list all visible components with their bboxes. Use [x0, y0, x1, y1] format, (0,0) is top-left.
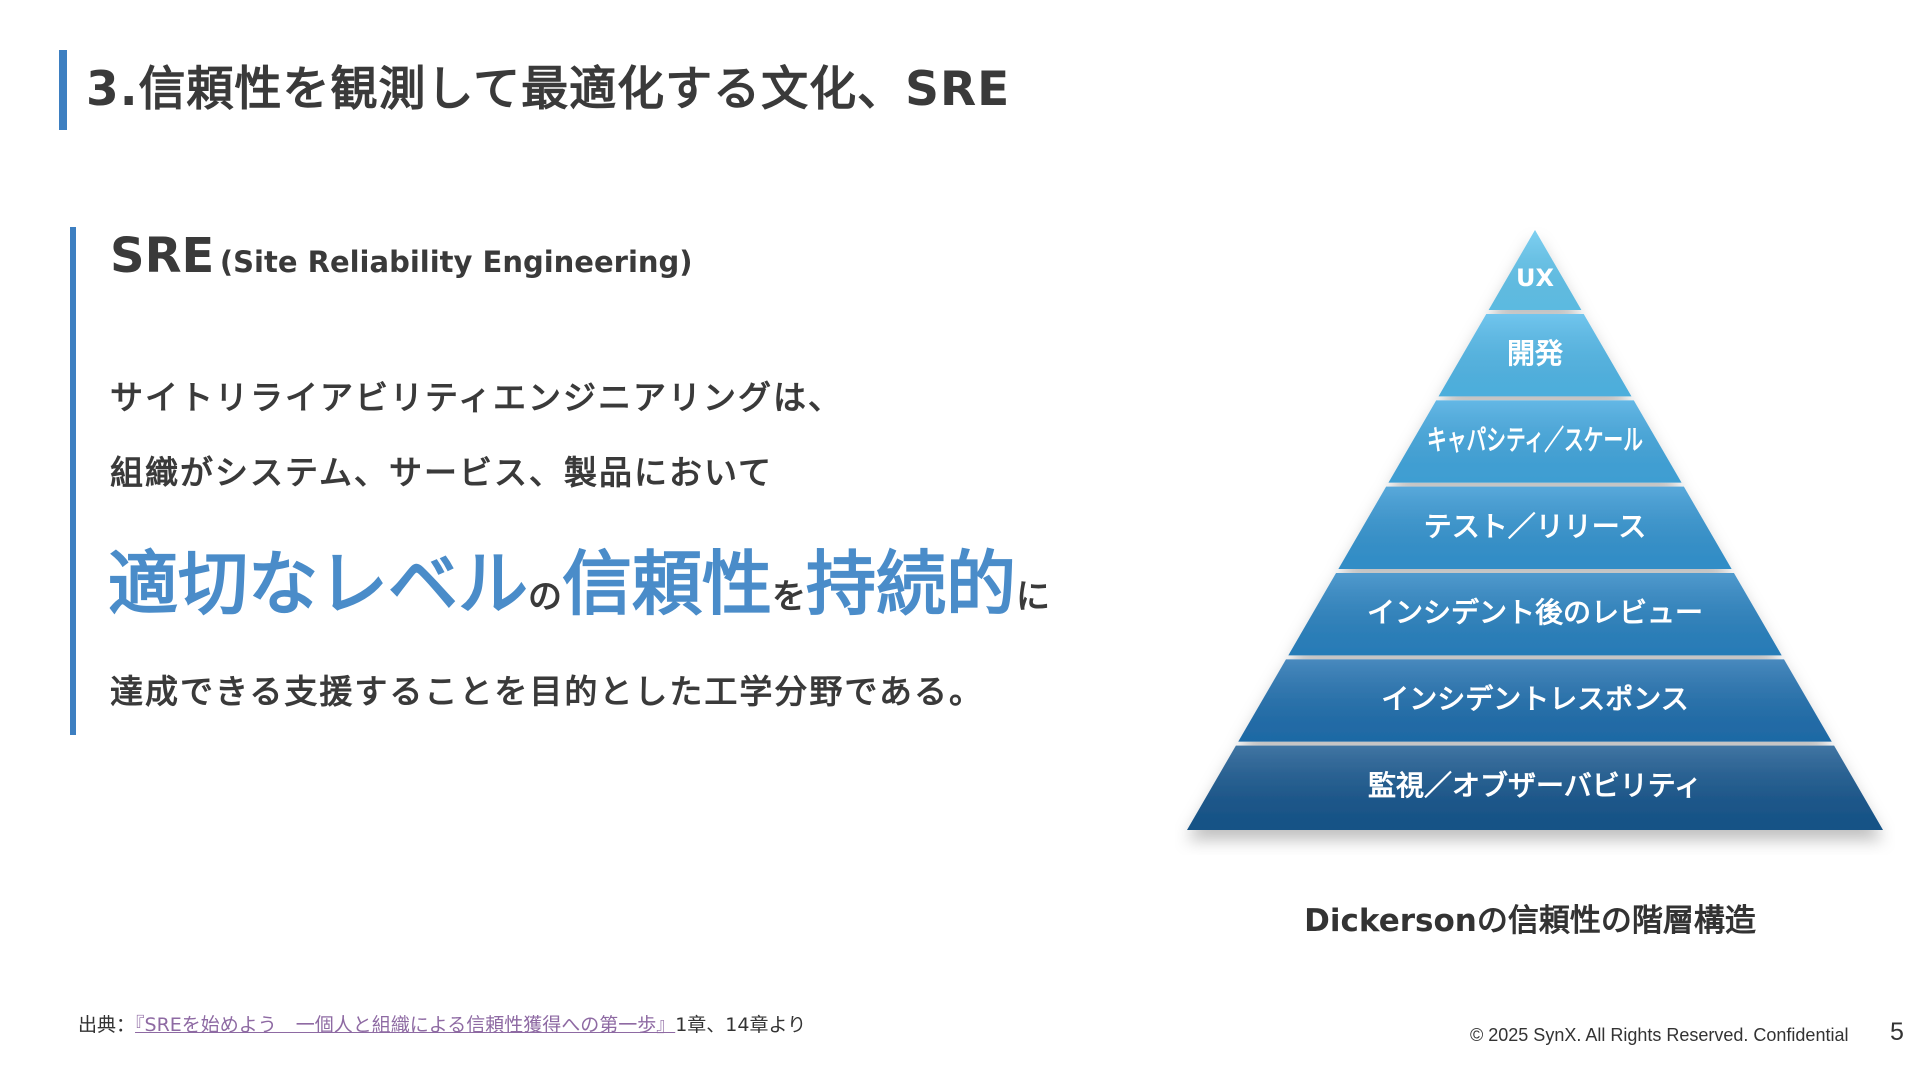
pyramid-layer-label: テスト／リリース	[1424, 510, 1647, 543]
emphasis-sustainably: 持続的	[806, 543, 1016, 625]
pyramid-layer-shade	[1187, 745, 1883, 830]
pyramid-layer-shade	[1438, 314, 1632, 397]
emphasis-appropriate-level: 適切なレベル	[108, 543, 528, 625]
page-title: 3.信頼性を観測して最適化する文化、SRE	[86, 62, 1011, 117]
pyramid-layer-shade	[1288, 573, 1782, 656]
definition-line-4: 達成できる支援することを目的とした工学分野である。	[110, 672, 985, 711]
pyramid-layer-shade	[1338, 486, 1732, 569]
definition-accent-bar	[70, 227, 76, 735]
sre-heading: SRE (Site Reliability Engineering)	[110, 228, 693, 286]
definition-emphasis-line: 適切なレベルの信頼性を持続的に	[108, 542, 1050, 626]
pyramid-layer-label: 監視／オブザーバビリティ	[1368, 769, 1702, 802]
sre-heading-sub: (Site Reliability Engineering)	[219, 245, 693, 279]
definition-line-1: サイトリライアビリティエンジニアリングは、	[110, 378, 844, 417]
emphasis-connector-ni: に	[1016, 577, 1050, 617]
copyright-notice: © 2025 SynX. All Rights Reserved. Confid…	[1470, 1025, 1849, 1045]
reliability-pyramid: UX 開発キャパシティ／スケールテスト／リリースインシデント後のレビューインシデン…	[1187, 230, 1883, 830]
title-accent-bar	[59, 50, 67, 130]
definition-line-2: 組織がシステム、サービス、製品において	[110, 453, 774, 492]
pyramid-layer-shade	[1488, 230, 1582, 310]
emphasis-connector-wo: を	[772, 577, 806, 617]
source-prefix: 出典：	[78, 1014, 136, 1036]
source-book-link[interactable]: 『SREを始めよう 一個人と組織による信頼性獲得への第一歩』	[135, 1014, 676, 1036]
pyramid-layer-label: インシデント後のレビュー	[1367, 596, 1703, 629]
source-suffix: 1章、14章より	[675, 1014, 807, 1036]
sre-heading-main: SRE	[110, 228, 215, 284]
pyramid-layer-label: キャパシティ／スケール	[1427, 424, 1643, 457]
emphasis-reliability: 信頼性	[562, 543, 772, 625]
emphasis-connector-no: の	[528, 577, 562, 617]
pyramid-layer-shade	[1388, 400, 1682, 483]
pyramid-layer-label: UX	[1516, 264, 1554, 292]
pyramid-layer-shade	[1238, 659, 1832, 742]
page-number: 5	[1890, 1018, 1904, 1046]
pyramid-layer-label: 開発	[1507, 337, 1564, 370]
pyramid-caption: Dickersonの信頼性の階層構造	[1304, 903, 1756, 939]
source-citation: 出典：『SREを始めよう 一個人と組織による信頼性獲得への第一歩』1章、14章よ…	[78, 1010, 806, 1037]
pyramid-layer-label: インシデントレスポンス	[1381, 683, 1688, 716]
